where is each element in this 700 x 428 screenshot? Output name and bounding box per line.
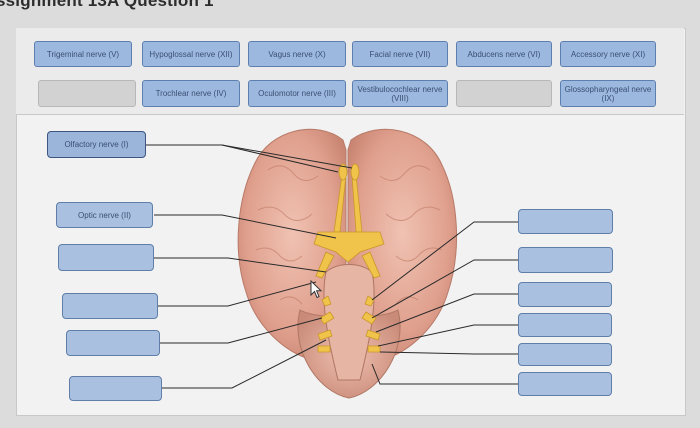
drop-target-right-4[interactable] — [518, 313, 612, 337]
drop-target-left-6[interactable] — [69, 376, 162, 401]
label-vagus-nerve[interactable]: Vagus nerve (X) — [248, 41, 346, 67]
drop-target-left-5[interactable] — [66, 330, 160, 356]
mouse-cursor-icon — [310, 280, 323, 299]
label-oculomotor-nerve[interactable]: Oculomotor nerve (III) — [248, 80, 346, 107]
label-glossopharyngeal-nerve[interactable]: Glossopharyngeal nerve (IX) — [560, 80, 656, 107]
label-hypoglossal-nerve[interactable]: Hypoglossal nerve (XII) — [142, 41, 240, 67]
drop-target-right-2[interactable] — [518, 247, 613, 273]
label-abducens-nerve[interactable]: Abducens nerve (VI) — [456, 41, 552, 67]
label-trochlear-nerve[interactable]: Trochlear nerve (IV) — [142, 80, 240, 107]
label-vestibulocochlear-nerve[interactable]: Vestibulocochlear nerve (VIII) — [352, 80, 448, 107]
empty-label-slot — [38, 80, 136, 107]
assignment-title: ssignment 13A Question 1 — [0, 0, 214, 10]
placed-label-olfactory-nerve[interactable]: Olfactory nerve (I) — [47, 131, 146, 158]
label-facial-nerve[interactable]: Facial nerve (VII) — [352, 41, 448, 67]
placed-label-optic-nerve[interactable]: Optic nerve (II) — [56, 202, 153, 228]
drop-target-left-4[interactable] — [62, 293, 158, 319]
drop-target-right-6[interactable] — [518, 372, 612, 396]
drop-target-left-3[interactable] — [58, 244, 154, 271]
empty-label-slot — [456, 80, 552, 107]
label-trigeminal-nerve[interactable]: Trigeminal nerve (V) — [34, 41, 132, 67]
drop-target-right-3[interactable] — [518, 282, 612, 307]
label-accessory-nerve[interactable]: Accessory nerve (XI) — [560, 41, 656, 67]
drop-target-right-5[interactable] — [518, 343, 612, 366]
drop-target-right-1[interactable] — [518, 209, 613, 234]
